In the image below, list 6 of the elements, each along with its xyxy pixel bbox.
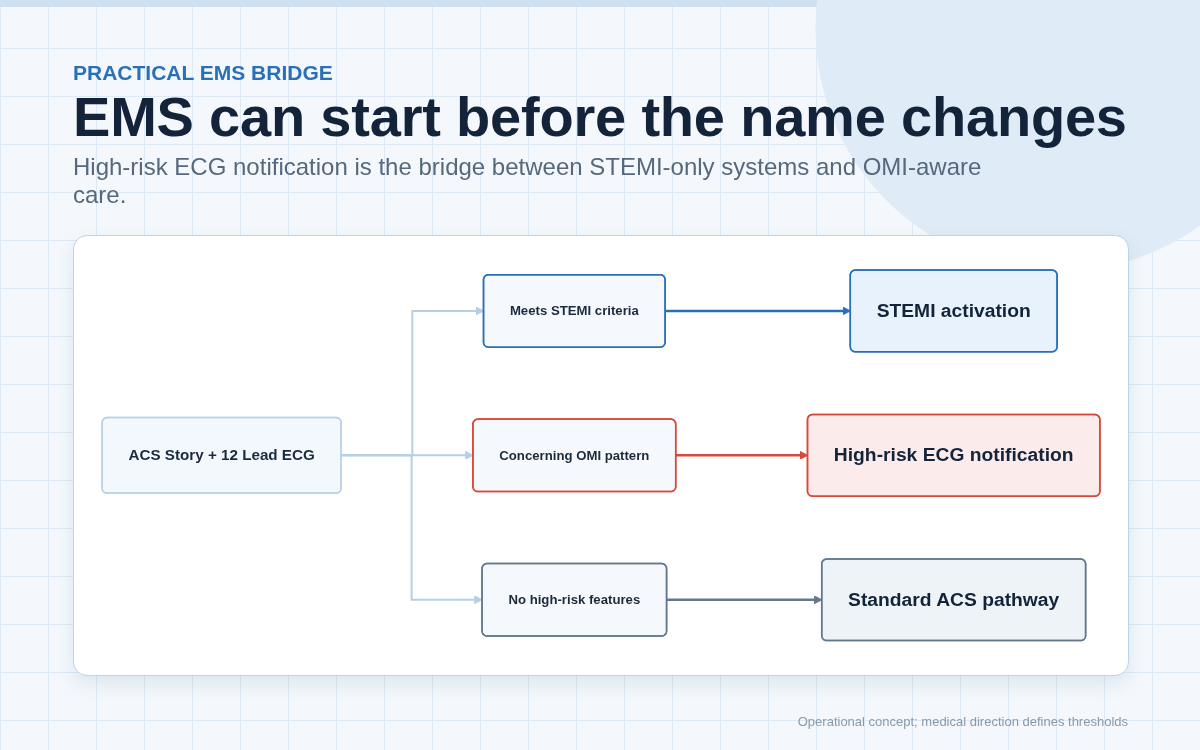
diagram-panel: ACS Story + 12 Lead ECG Meets STEMI criteria Concerning OMI pattern No high-risk features STEMI activation High-risk ECG notification Standard ACS pathway — [73, 235, 1129, 676]
arrow — [341, 454, 483, 605]
title: EMS can start before the name changes — [73, 84, 1127, 149]
subtitle-text: High-risk ECG notification is the bridge between STEMI-only systems and OMI-aware care. — [73, 153, 983, 209]
kicker-text: PRACTICAL EMS BRIDGE — [73, 61, 333, 85]
footnote-text: Operational concept; medical direction defines thresholds — [797, 714, 1128, 729]
